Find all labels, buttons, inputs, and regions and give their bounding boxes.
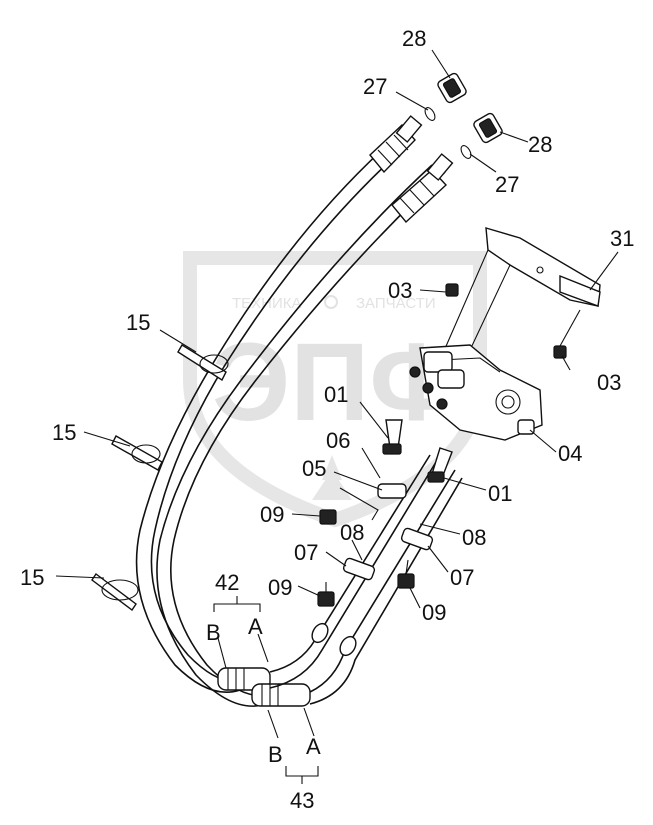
label-08-b: 08: [462, 525, 486, 550]
label-01-b: 01: [488, 481, 512, 506]
labels: 28 27 28 27 31 03 03 15 15 15 01 06 04 0…: [20, 26, 634, 813]
label-09-c: 09: [422, 600, 446, 625]
label-15-c: 15: [20, 565, 44, 590]
label-04: 04: [558, 441, 582, 466]
hose-ferrule-2: [391, 153, 454, 224]
watermark-line2: ЗАПЧАСТИ: [356, 295, 436, 312]
hose-clamp-1: [177, 344, 229, 382]
label-42-a: A: [248, 614, 263, 639]
label-43-b: B: [268, 742, 283, 767]
bolt-09-b: [317, 582, 335, 607]
label-09-a: 09: [260, 502, 284, 527]
label-03-right: 03: [597, 370, 621, 395]
bolt-03-right: [553, 309, 581, 359]
hose-clamp-3: [91, 572, 139, 612]
pin-07-b: [400, 527, 434, 551]
label-31: 31: [610, 226, 634, 251]
label-27-top: 27: [363, 74, 387, 99]
label-28-right: 28: [528, 132, 552, 157]
label-07-a: 07: [294, 540, 318, 565]
hose-ferrule-1: [369, 115, 423, 174]
label-01-a: 01: [324, 382, 348, 407]
label-15-b: 15: [52, 420, 76, 445]
bolt-03-left: [445, 283, 459, 297]
pin-07-a: [342, 557, 376, 581]
pin-05: [377, 483, 407, 499]
bolt-09-a: [319, 509, 337, 525]
hose-ferrule-43: [251, 683, 311, 707]
label-09-b: 09: [268, 575, 292, 600]
plug-28-right: [473, 112, 503, 144]
label-07-b: 07: [450, 565, 474, 590]
oring-27-right: [460, 145, 472, 159]
valve-04: [409, 344, 543, 441]
leader-lines: [55, 49, 619, 784]
label-43: 43: [290, 788, 314, 813]
hose-clamp-2: [111, 435, 163, 471]
bolt-09-c: [397, 559, 415, 589]
pipe-end-a: [311, 622, 329, 644]
hoses: [135, 115, 463, 707]
label-06: 06: [326, 428, 350, 453]
label-27-right: 27: [495, 172, 519, 197]
gear-icon: [324, 295, 338, 309]
label-15-a: 15: [126, 310, 150, 335]
label-05: 05: [302, 456, 326, 481]
label-08-a: 08: [340, 520, 364, 545]
pipe-end-b: [339, 635, 357, 657]
bracket-31: [439, 227, 601, 361]
label-42-b: B: [206, 620, 221, 645]
label-43-a: A: [306, 734, 321, 759]
oring-27-top: [424, 107, 436, 121]
label-03-left: 03: [388, 278, 412, 303]
bolt-01-b: [427, 447, 453, 483]
bolt-01-a: [382, 419, 403, 455]
label-28-top: 28: [402, 26, 426, 51]
plug-28-top: [437, 72, 467, 104]
label-42: 42: [215, 570, 239, 595]
